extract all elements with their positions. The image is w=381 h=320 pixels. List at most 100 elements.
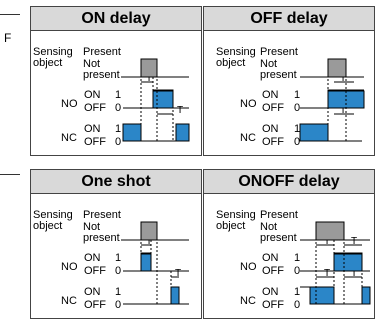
no-zero-label: 0 [294,265,301,277]
timing-diagram [121,58,190,142]
no-off-label: OFF [262,265,284,277]
no-one-label: 1 [115,252,122,264]
t-label: T [340,73,347,84]
nc-one-label: 1 [294,286,301,298]
object-label: object [216,220,246,232]
no-one-label: 1 [294,89,301,101]
t-label: T [175,268,182,279]
t-label: T [146,73,153,84]
nc-zero-label: 0 [115,299,122,311]
t-label: T [351,268,358,279]
nc-output-block-left [309,286,335,305]
nc-label: NC [240,132,256,144]
nc-zero-label: 0 [294,299,301,311]
nc-zero-label: 0 [115,136,122,148]
panel-onoff-delay: ONOFF delay Sensing object Present Not p… [203,169,375,319]
sensing-present-block [315,221,345,241]
no-label: NO [61,261,78,273]
no-off-label: OFF [262,102,284,114]
t-label: T [177,105,184,116]
not-present-label: present [83,232,120,244]
sensing-present-block [140,58,158,78]
nc-output-block-right [361,286,371,305]
not-label: Not [260,221,278,233]
no-on-label: ON [84,252,101,264]
timing-diagram [121,221,189,305]
sensing-present-block [327,58,347,78]
t-label: T [324,236,331,247]
no-off-label: OFF [84,265,106,277]
no-label: NO [240,98,257,110]
no-on-label: ON [262,89,279,101]
present-label: Present [83,46,121,58]
panel-title: One shot [31,170,201,194]
panel-title: ONOFF delay [204,170,374,194]
panel-on-delay: ON delay Sensing object Present Not pres… [30,6,202,156]
panel-off-delay: OFF delay Sensing object Present Not pre… [203,6,375,156]
nc-off-label: OFF [84,136,106,148]
not-present-label: present [260,69,297,81]
no-label: NO [61,98,78,110]
sensing-label: Sensing [216,209,256,221]
no-zero-label: 0 [115,265,122,277]
not-label: Not [83,58,101,70]
nc-output-block [170,286,180,305]
object-label: object [33,57,63,69]
not-label: Not [83,221,101,233]
no-one-label: 1 [294,252,301,264]
no-zero-label: 0 [115,102,122,114]
nc-output-block [299,123,329,142]
no-output-block [140,253,152,272]
timing-diagram [299,58,365,142]
nc-output-block-right [175,123,190,142]
no-output-block [152,90,174,109]
nc-one-label: 1 [294,123,301,135]
sensing-label: Sensing [33,209,73,221]
no-output-waveform [123,252,189,272]
no-output-waveform [123,89,189,109]
nc-one-label: 1 [115,286,122,298]
no-on-label: ON [262,252,279,264]
no-output-block [333,253,363,272]
no-off-label: OFF [84,102,106,114]
no-label: NO [240,261,257,273]
cropped-rule-bottom [0,174,20,175]
panel-one-shot: One shot Sensing object Present Not pres… [30,169,202,319]
not-present-label: present [260,232,297,244]
present-label: Present [260,209,298,221]
nc-on-label: ON [262,286,279,298]
nc-off-label: OFF [84,299,106,311]
sensing-present-block [140,221,158,241]
nc-output-block-left [122,123,142,142]
no-zero-label: 0 [294,102,301,114]
t-label: T [351,236,358,247]
nc-on-label: ON [262,123,279,135]
no-one-label: 1 [115,89,122,101]
not-present-label: present [83,69,120,81]
sensing-label: Sensing [33,46,73,58]
cropped-rule-top [0,14,20,15]
present-label: Present [260,46,298,58]
nc-one-label: 1 [115,123,122,135]
present-label: Present [83,209,121,221]
nc-on-label: ON [84,286,101,298]
panel-title: OFF delay [204,7,374,31]
t-label: T [324,268,331,279]
nc-zero-label: 0 [294,136,301,148]
nc-on-label: ON [84,123,101,135]
nc-off-label: OFF [262,136,284,148]
nc-label: NC [240,295,256,307]
nc-off-label: OFF [262,299,284,311]
not-label: Not [260,58,278,70]
object-label: object [33,220,63,232]
nc-label: NC [61,132,77,144]
panel-title: ON delay [31,7,201,31]
cropped-text-fragment: F [4,31,12,45]
sensing-label: Sensing [216,46,256,58]
no-output-waveform [300,252,370,272]
timing-diagram [300,221,371,305]
no-on-label: ON [84,89,101,101]
object-label: object [216,57,246,69]
nc-label: NC [61,295,77,307]
t-label: T [340,105,347,116]
